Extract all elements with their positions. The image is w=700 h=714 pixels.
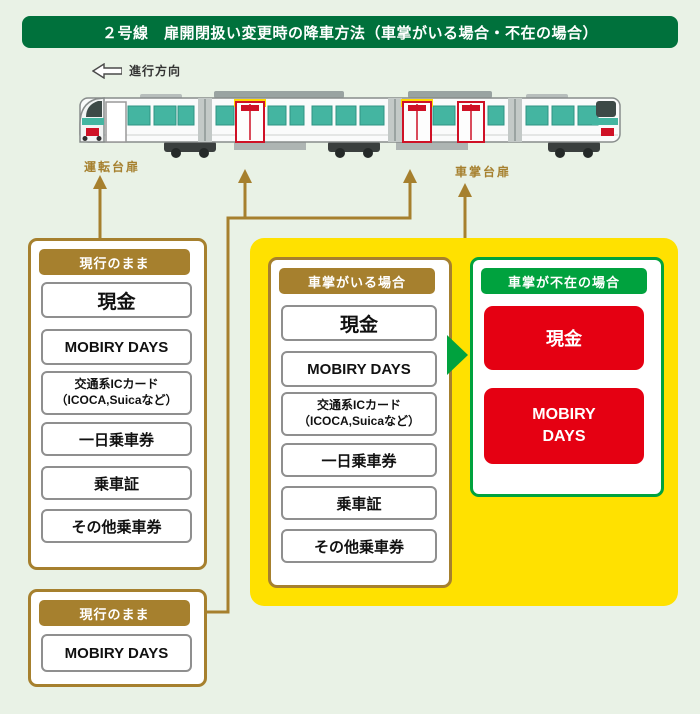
left-arrow-icon: [92, 62, 122, 79]
payment-item-day-pass: 一日乗車券: [281, 443, 437, 477]
payment-item-ic-card: 交通系ICカード （ICOCA,Suicaなど）: [281, 392, 437, 436]
payment-item-other-tickets: その他乗車券: [281, 529, 437, 563]
roof-equipment: [214, 91, 344, 98]
flow-arrow-icon: [447, 335, 468, 375]
conductor-absent-header: 車掌が不在の場合: [481, 268, 647, 294]
payment-item-cash: 現金: [281, 305, 437, 341]
driver-door-current-panel: 現行のまま 現金 MOBIRY DAYS 交通系ICカード （ICOCA,Sui…: [28, 238, 207, 570]
tram-rear-end: [592, 101, 618, 136]
articulation-joint: [198, 98, 522, 142]
payment-item-mobiry-days: MOBIRY DAYS: [41, 634, 192, 672]
page-title: ２号線 扉開閉扱い変更時の降車方法（車掌がいる場合・不在の場合）: [22, 16, 678, 48]
tram-windows: [127, 105, 599, 126]
payment-item-boarding-pass: 乗車証: [281, 486, 437, 520]
payment-item-ic-card: 交通系ICカード （ICOCA,Suicaなど）: [41, 371, 192, 415]
tram-doors: [105, 101, 485, 143]
conductor-door-label: 車掌台扉: [455, 165, 512, 179]
payment-item-mobiry-days: MOBIRY DAYS: [484, 388, 644, 464]
conductor-present-header: 車掌がいる場合: [279, 268, 435, 294]
tram-front-nose: [79, 97, 105, 143]
payment-item-cash: 現金: [484, 306, 644, 370]
payment-item-mobiry-days: MOBIRY DAYS: [41, 329, 192, 365]
travel-direction-label: 進行方向: [129, 64, 182, 78]
current-panel-header: 現行のまま: [39, 600, 190, 626]
center-doors-current-panel: 現行のまま MOBIRY DAYS: [28, 589, 207, 687]
driver-door-label: 運転台扉: [84, 160, 141, 174]
tram-illustration: [79, 91, 621, 158]
conductor-present-panel: 車掌がいる場合 現金 MOBIRY DAYS 交通系ICカード （ICOCA,S…: [268, 257, 452, 588]
payment-item-boarding-pass: 乗車証: [41, 466, 192, 500]
travel-direction: 進行方向: [92, 62, 181, 79]
payment-item-other-tickets: その他乗車券: [41, 509, 192, 543]
payment-item-mobiry-days: MOBIRY DAYS: [281, 351, 437, 387]
payment-item-day-pass: 一日乗車券: [41, 422, 192, 456]
payment-item-mobiry-days-label: MOBIRY DAYS: [532, 406, 596, 445]
conductor-absent-panel: 車掌が不在の場合 現金 MOBIRY DAYS: [470, 257, 664, 497]
payment-item-cash: 現金: [41, 282, 192, 318]
current-panel-header: 現行のまま: [39, 249, 190, 275]
